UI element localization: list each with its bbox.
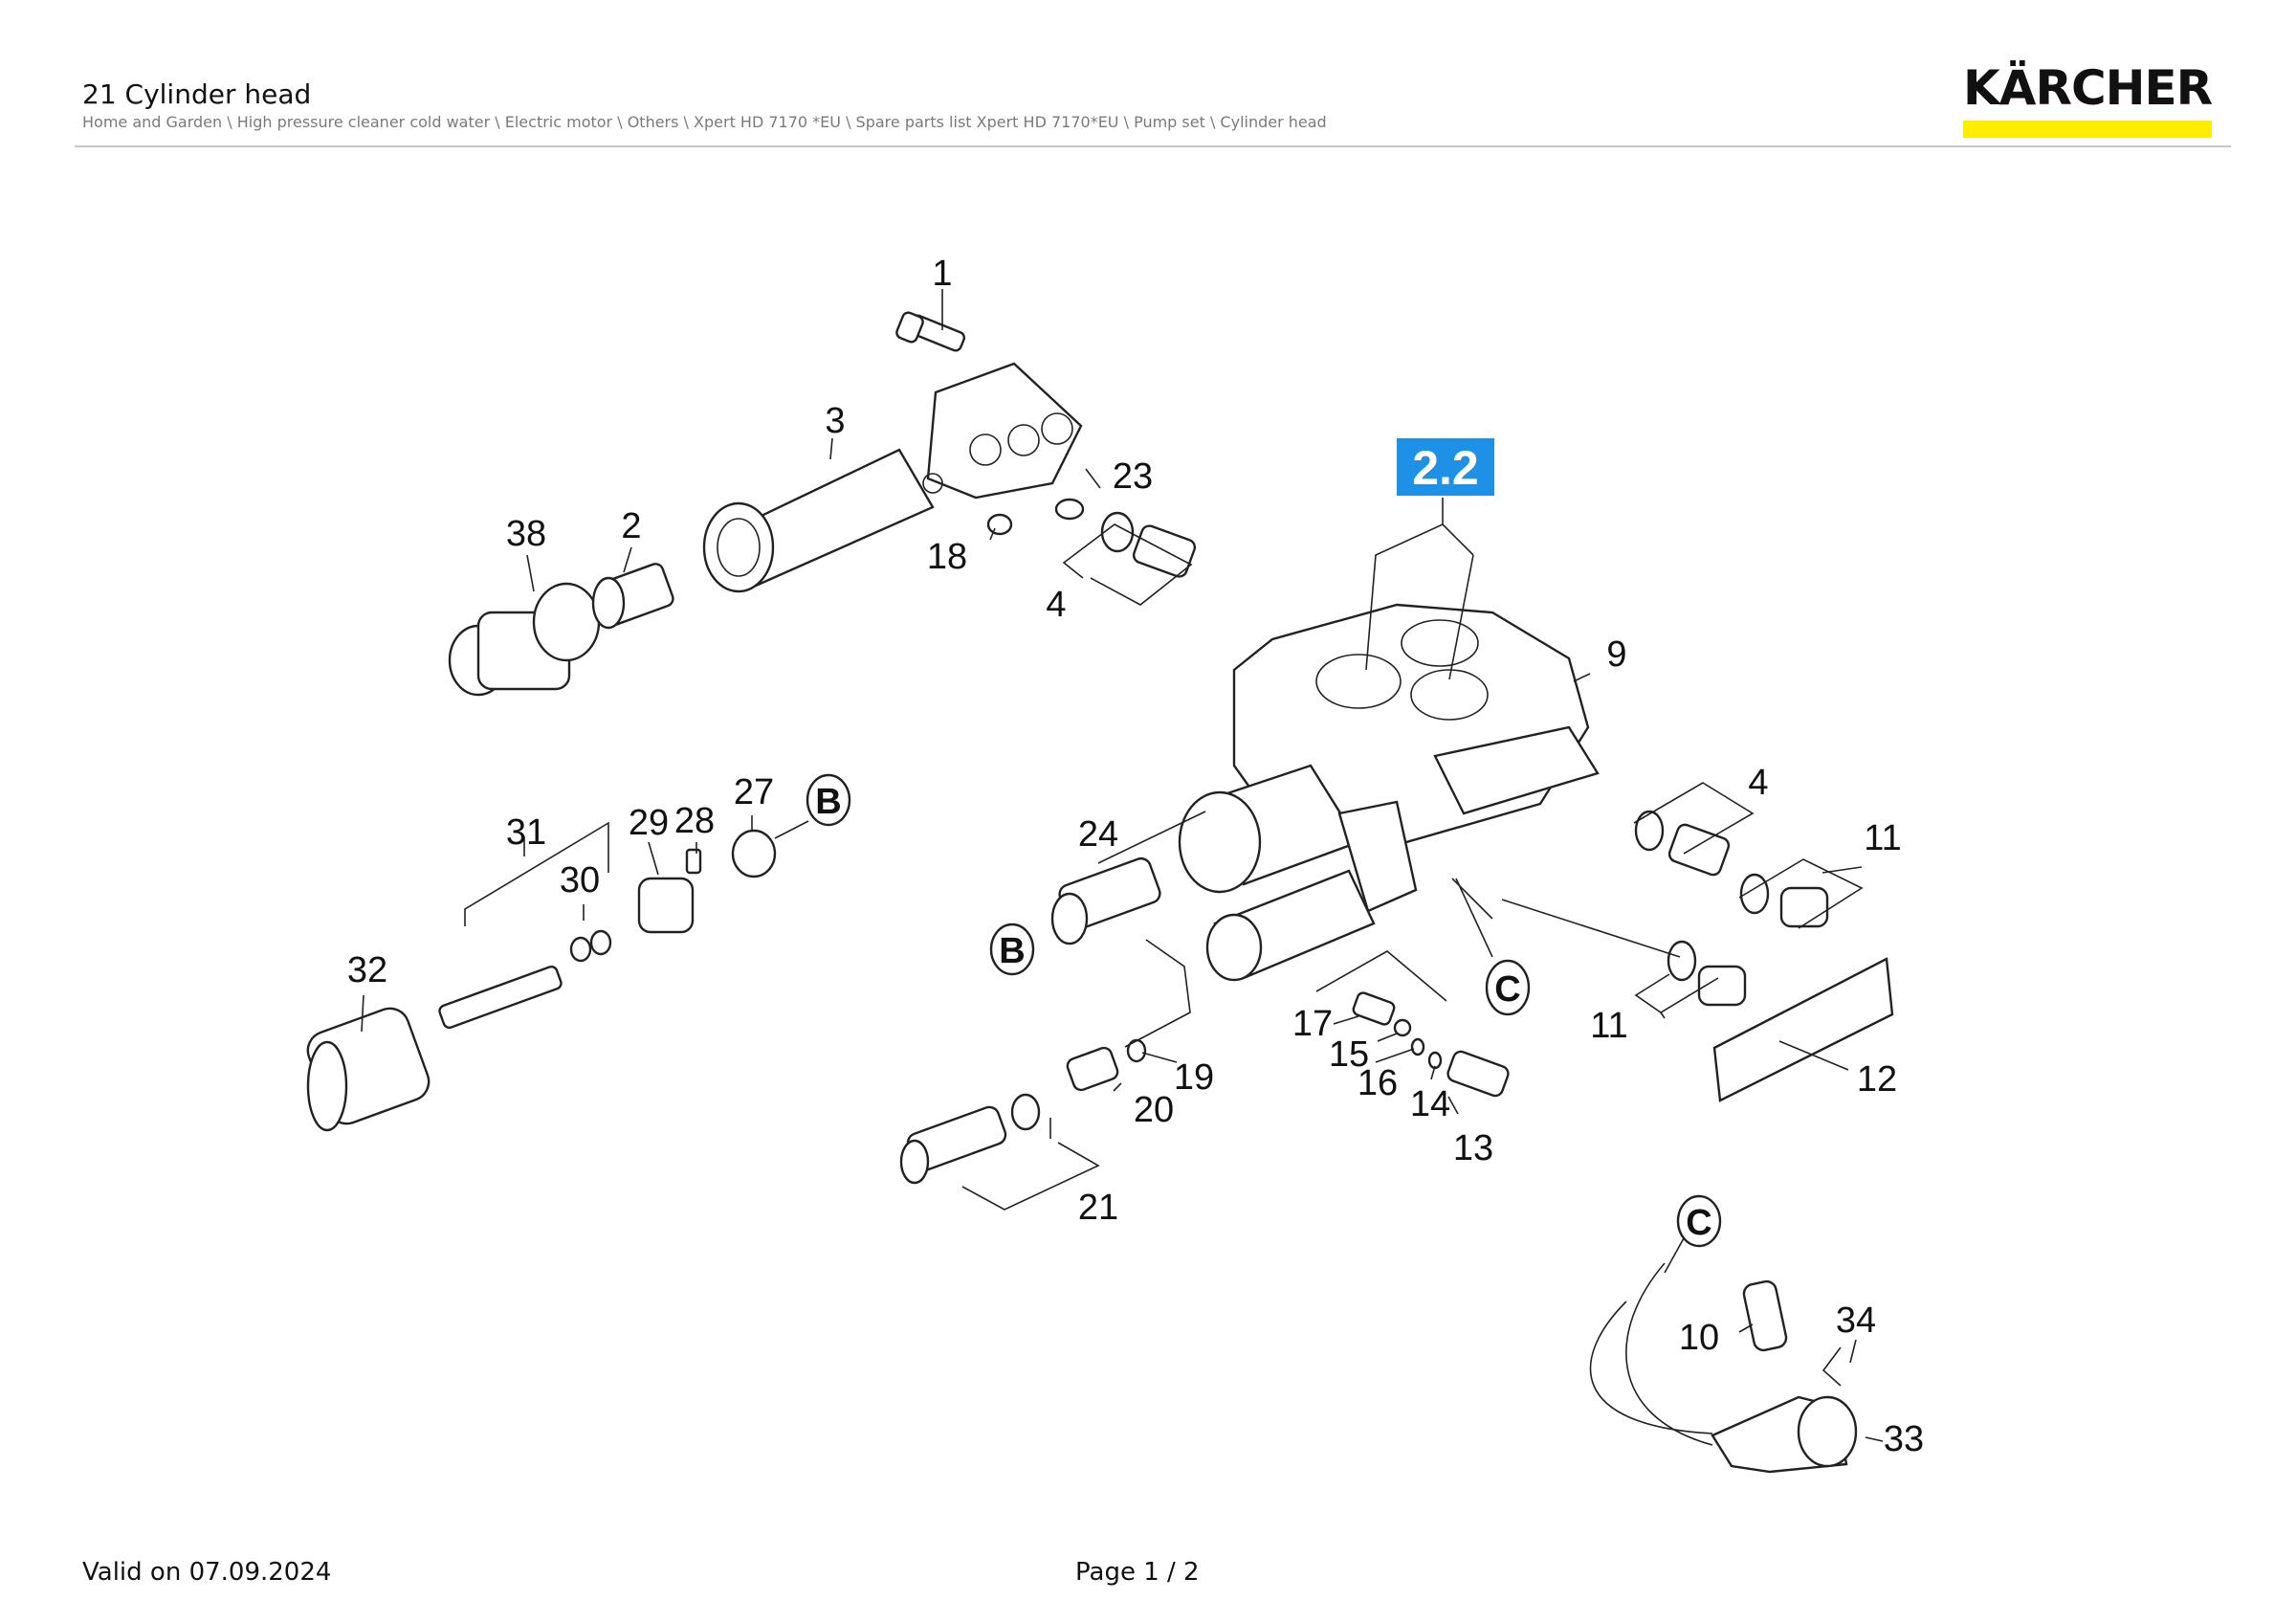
part-pipe-lower-drawing [1205, 869, 1376, 982]
part-13-nozzle-drawing [1446, 1050, 1510, 1098]
label-part-19[interactable]: 19 [1174, 1057, 1214, 1098]
part-2-filter-drawing [591, 563, 674, 630]
label-part-23[interactable]: 23 [1113, 456, 1153, 497]
label-part-27[interactable]: 27 [734, 772, 774, 812]
part-23-oring-drawing [1054, 498, 1085, 521]
label-part-28[interactable]: 28 [674, 801, 715, 841]
label-part-38[interactable]: 38 [506, 514, 546, 554]
label-part-32[interactable]: 32 [347, 950, 387, 990]
label-part-3[interactable]: 3 [825, 401, 845, 441]
ref-c-middle[interactable]: C [1485, 959, 1531, 1016]
part-4-valve-right-drawing [1667, 823, 1731, 877]
label-part-18[interactable]: 18 [927, 537, 967, 577]
label-part-30[interactable]: 30 [560, 860, 600, 900]
part-16-ring-drawing [1410, 1037, 1425, 1056]
part-4-oring-right-drawing [1634, 810, 1665, 852]
part-27-washer-drawing [731, 829, 777, 878]
label-part-16[interactable]: 16 [1358, 1063, 1398, 1103]
part-11-plug-lower-drawing [1697, 965, 1747, 1007]
page-number: Page 1 / 2 [1075, 1558, 1200, 1587]
part-11-oring-lower-drawing [1667, 940, 1697, 982]
switch-cable-drawing [1589, 1301, 1713, 1434]
ref-c-lower[interactable]: C [1676, 1194, 1722, 1248]
part-28-pin-drawing [685, 848, 702, 875]
part-10-sensor-drawing [1742, 1279, 1788, 1352]
part-17-spring-drawing [1352, 991, 1396, 1026]
label-part-34[interactable]: 34 [1836, 1301, 1876, 1341]
label-part-17[interactable]: 17 [1292, 1004, 1333, 1044]
switch-cable-2-drawing [1625, 1262, 1713, 1446]
part-24-valve-drawing [1050, 856, 1161, 945]
part-34-clip-drawing [1821, 1346, 1842, 1387]
part-33-switch-drawing [1711, 1395, 1858, 1474]
label-part-13[interactable]: 13 [1453, 1128, 1493, 1168]
karcher-logo: KÄRCHER [1963, 60, 2213, 138]
part-20-insert-drawing [1066, 1046, 1119, 1092]
logo-yellow-bar [1963, 121, 2212, 138]
label-part-15[interactable]: 15 [1329, 1034, 1369, 1075]
part-12-sticker-drawing [1712, 957, 1894, 1102]
label-part-11-right[interactable]: 11 [1864, 818, 1901, 858]
ref-b-lower[interactable]: B [989, 923, 1035, 976]
header-divider [75, 145, 2231, 147]
label-part-1[interactable]: 1 [932, 254, 952, 294]
label-part-20[interactable]: 20 [1134, 1090, 1174, 1130]
part-30-washer-drawing [589, 929, 612, 956]
valid-date: Valid on 07.09.2024 [82, 1558, 332, 1587]
part-31-spindle-drawing [438, 965, 563, 1030]
label-part-9[interactable]: 9 [1606, 634, 1626, 675]
label-part-14[interactable]: 14 [1410, 1084, 1450, 1124]
part-11-plug-drawing [1779, 886, 1829, 928]
leader-lines [361, 289, 1884, 1442]
ref-b-upper[interactable]: B [806, 773, 851, 827]
label-part-29[interactable]: 29 [629, 803, 669, 843]
label-part-33[interactable]: 33 [1884, 1419, 1924, 1459]
label-part-12[interactable]: 12 [1857, 1059, 1897, 1100]
page-title: 21 Cylinder head [82, 78, 312, 110]
callout-2-2-label: 2.2 [1412, 441, 1479, 495]
logo-text: KÄRCHER [1963, 60, 2213, 116]
breadcrumb[interactable]: Home and Garden \ High pressure cleaner … [82, 113, 1327, 131]
part-4-oring-drawing [1100, 511, 1135, 553]
part-3-inlet-pipe-drawing [702, 362, 1083, 593]
part-38-hose-connector-drawing [448, 582, 601, 697]
label-part-21[interactable]: 21 [1078, 1188, 1118, 1228]
label-part-11-lower[interactable]: 11 [1590, 1006, 1627, 1046]
ref-c-middle-label: C [1494, 969, 1520, 1010]
label-part-4-right[interactable]: 4 [1748, 763, 1768, 803]
label-part-10[interactable]: 10 [1679, 1318, 1719, 1358]
part-30-oring-drawing [569, 936, 592, 963]
ref-c-lower-label: C [1686, 1203, 1711, 1243]
part-9-cylinder-head-drawing [1178, 603, 1600, 913]
label-part-2[interactable]: 2 [621, 506, 641, 546]
part-1-screw-drawing [895, 311, 966, 352]
label-part-31[interactable]: 31 [506, 812, 546, 853]
part-32-knob-drawing [306, 1007, 430, 1132]
part-29-piston-drawing [637, 877, 695, 934]
callout-2-2-box[interactable] [1397, 438, 1494, 496]
part-21-oring-drawing [1010, 1093, 1041, 1131]
part-15-ball-drawing [1393, 1018, 1412, 1037]
part-14-ring-drawing [1427, 1051, 1443, 1070]
label-part-24[interactable]: 24 [1078, 814, 1118, 855]
ref-b-lower-label: B [999, 931, 1025, 971]
part-21-valve-drawing [899, 1105, 1007, 1185]
label-part-4-upper[interactable]: 4 [1046, 585, 1066, 625]
part-18-oring-drawing [986, 513, 1013, 536]
ref-b-upper-label: B [815, 782, 841, 822]
